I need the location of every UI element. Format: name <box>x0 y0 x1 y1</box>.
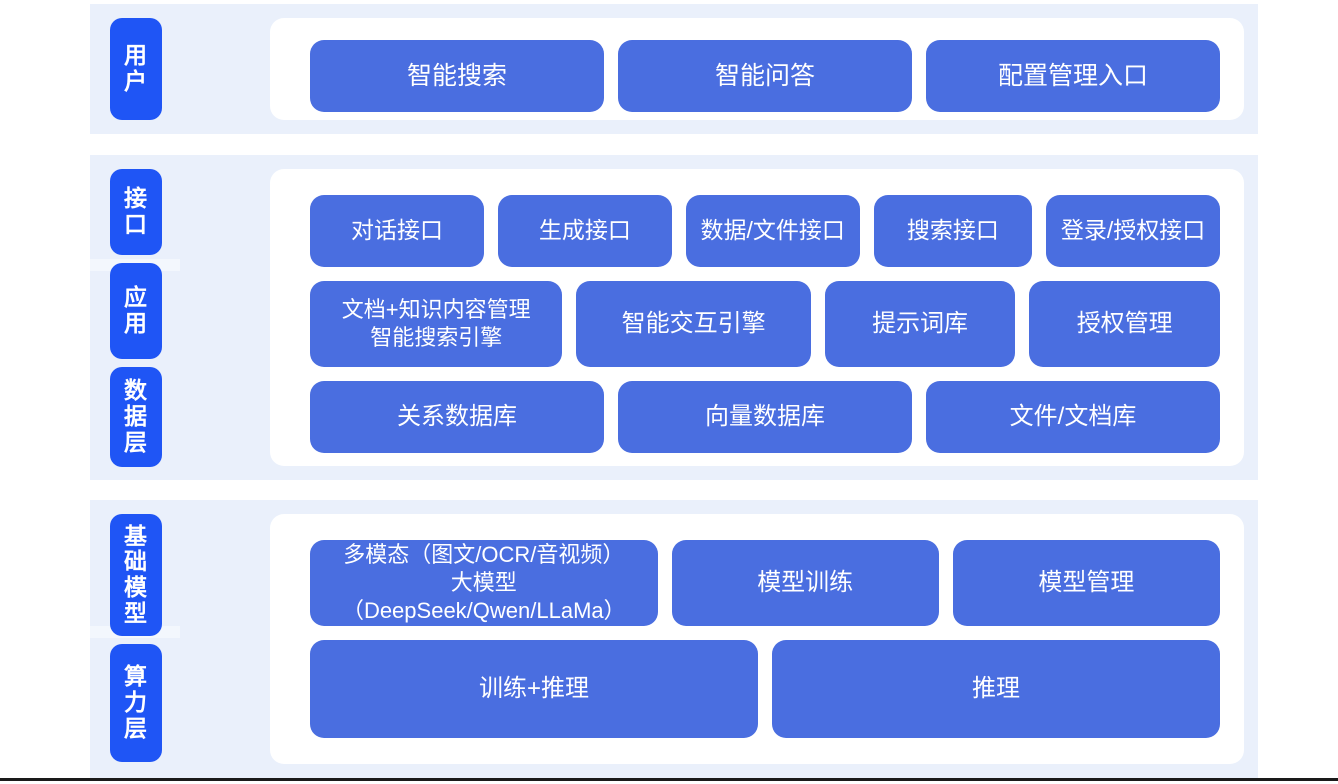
box-file-document-store[interactable]: 文件/文档库 <box>926 381 1220 453</box>
box-search-interface[interactable]: 搜索接口 <box>873 195 1033 267</box>
box-inference[interactable]: 推理 <box>772 640 1220 738</box>
box-vector-database[interactable]: 向量数据库 <box>618 381 912 453</box>
row-interface: 对话接口 生成接口 数据/文件接口 搜索接口 登录/授权接口 <box>310 195 1220 267</box>
box-dialog-interface[interactable]: 对话接口 <box>310 195 484 267</box>
row-data-layer: 关系数据库 向量数据库 文件/文档库 <box>310 381 1220 453</box>
box-multimodal-large-model[interactable]: 多模态（图文/OCR/音视频） 大模型（DeepSeek/Qwen/LLaMa） <box>310 540 658 626</box>
box-prompt-library[interactable]: 提示词库 <box>824 281 1016 367</box>
sidebar-tab-compute-layer[interactable]: 算力层 <box>110 644 162 762</box>
sidebar-tab-foundation-model[interactable]: 基础模型 <box>110 514 162 636</box>
box-intelligent-interaction-engine[interactable]: 智能交互引擎 <box>576 281 811 367</box>
box-intelligent-qa[interactable]: 智能问答 <box>618 40 912 112</box>
box-training-and-inference[interactable]: 训练+推理 <box>310 640 758 738</box>
sidebar-tab-foundation-model-label: 基础模型 <box>124 522 148 626</box>
box-document-knowledge-management[interactable]: 文档+知识内容管理 智能搜索引擎 <box>310 281 563 367</box>
sidebar-tab-user-label: 用户 <box>124 42 148 94</box>
sidebar-tab-interface-label: 接口 <box>124 185 148 237</box>
sidebar-tab-data-layer[interactable]: 数据层 <box>110 367 162 467</box>
row-user-apps: 智能搜索 智能问答 配置管理入口 <box>310 40 1220 112</box>
panel-infra: 多模态（图文/OCR/音视频） 大模型（DeepSeek/Qwen/LLaMa）… <box>270 514 1244 764</box>
row-foundation-model: 多模态（图文/OCR/音视频） 大模型（DeepSeek/Qwen/LLaMa）… <box>310 540 1220 626</box>
box-model-management[interactable]: 模型管理 <box>952 540 1220 626</box>
box-intelligent-search[interactable]: 智能搜索 <box>310 40 604 112</box>
sidebar-tab-application[interactable]: 应用 <box>110 263 162 359</box>
sidebar-tab-data-layer-label: 数据层 <box>124 377 148 455</box>
sidebar-tab-compute-layer-label: 算力层 <box>124 663 148 741</box>
box-login-auth-interface[interactable]: 登录/授权接口 <box>1046 195 1220 267</box>
bottom-rule <box>0 778 1338 781</box>
box-config-management-entry[interactable]: 配置管理入口 <box>926 40 1220 112</box>
band-middle: 接口 应用 数据层 对话接口 生成接口 数据/文件接口 搜索接口 登录/授权接口… <box>90 155 1258 480</box>
box-relational-database[interactable]: 关系数据库 <box>310 381 604 453</box>
sidebar-tab-application-label: 应用 <box>124 284 148 336</box>
box-model-training[interactable]: 模型训练 <box>671 540 939 626</box>
box-generation-interface[interactable]: 生成接口 <box>497 195 672 267</box>
box-data-file-interface[interactable]: 数据/文件接口 <box>685 195 860 267</box>
row-application: 文档+知识内容管理 智能搜索引擎 智能交互引擎 提示词库 授权管理 <box>310 281 1220 367</box>
sidebar-tab-interface[interactable]: 接口 <box>110 169 162 255</box>
box-authorization-management[interactable]: 授权管理 <box>1029 281 1220 367</box>
band-infra: 基础模型 算力层 多模态（图文/OCR/音视频） 大模型（DeepSeek/Qw… <box>90 500 1258 778</box>
panel-user: 智能搜索 智能问答 配置管理入口 <box>270 18 1244 120</box>
sidebar-tab-user[interactable]: 用户 <box>110 18 162 120</box>
band-user: 用户 智能搜索 智能问答 配置管理入口 <box>90 4 1258 134</box>
row-compute-layer: 训练+推理 推理 <box>310 640 1220 738</box>
panel-middle: 对话接口 生成接口 数据/文件接口 搜索接口 登录/授权接口 文档+知识内容管理… <box>270 169 1244 466</box>
